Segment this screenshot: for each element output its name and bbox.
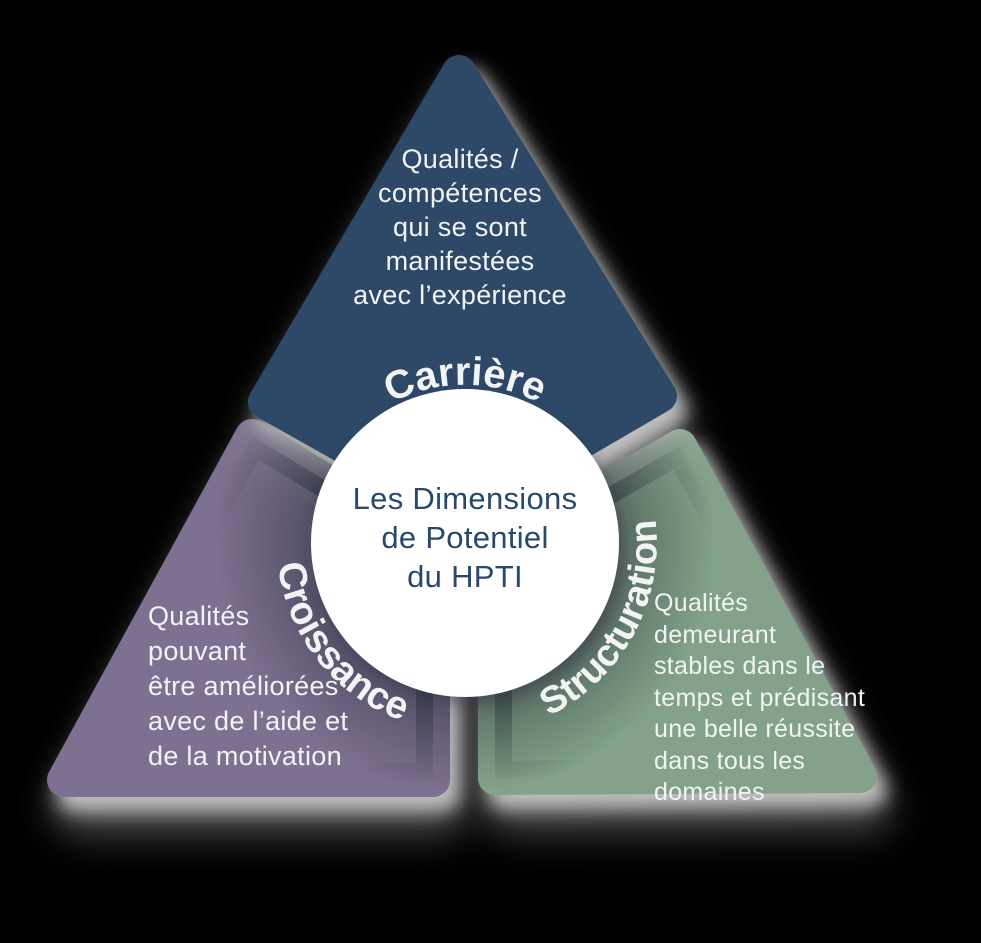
center-circle — [311, 389, 619, 697]
